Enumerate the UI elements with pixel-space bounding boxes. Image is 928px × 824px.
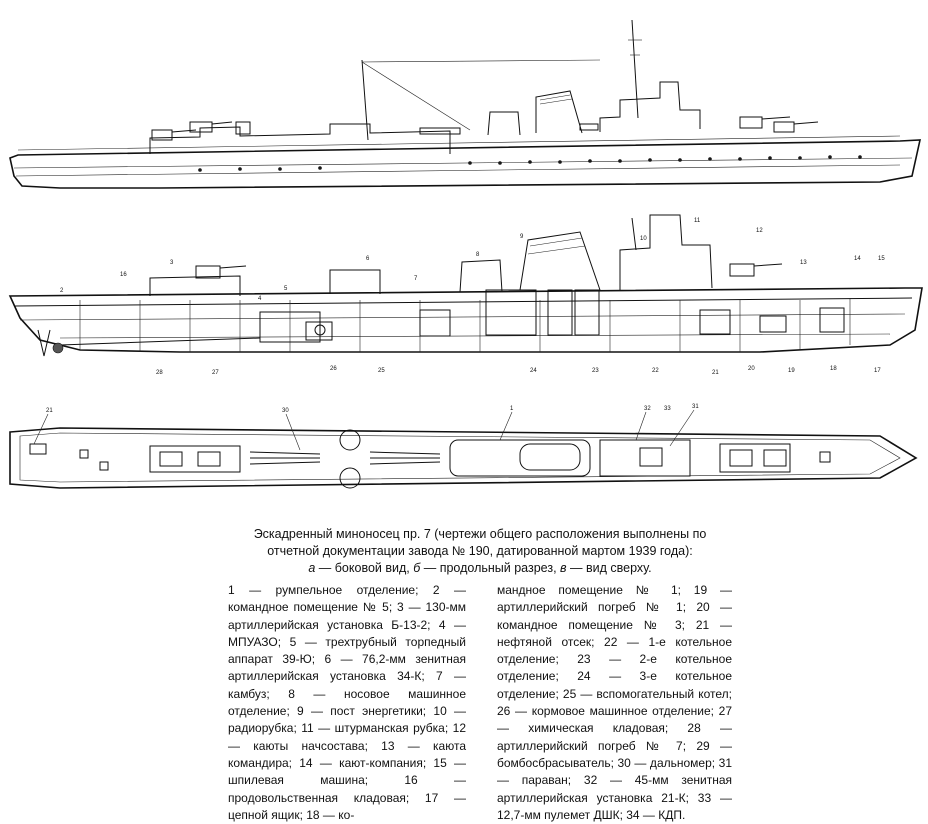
svg-text:17: 17 <box>874 368 881 374</box>
svg-text:31: 31 <box>692 404 699 410</box>
section-propeller <box>52 342 64 354</box>
side-funnel-aft <box>487 111 521 136</box>
top-callouts: 21 30 1 32 33 31 <box>46 404 699 414</box>
svg-text:21: 21 <box>46 408 53 414</box>
caption-text-v: — вид сверху. <box>566 561 652 575</box>
caption-label-b: б <box>413 561 421 575</box>
svg-text:27: 27 <box>212 370 219 376</box>
svg-text:1: 1 <box>510 406 514 412</box>
top-view: 21 30 1 32 33 31 <box>9 404 918 489</box>
section-callouts-lower: 28 27 26 25 24 23 22 21 20 19 18 17 <box>156 366 881 376</box>
section-shaft <box>59 337 261 346</box>
side-aft-guns <box>151 121 251 141</box>
svg-text:16: 16 <box>120 272 127 278</box>
caption-line-2: отчетной документации завода № 190, дати… <box>267 544 693 558</box>
svg-text:28: 28 <box>156 370 163 376</box>
svg-text:11: 11 <box>694 218 701 224</box>
top-torpedo-tubes <box>249 451 441 465</box>
side-portholes <box>198 155 862 172</box>
section-callouts-upper: 2 3 4 5 6 7 8 9 10 11 12 13 14 15 16 <box>60 218 885 302</box>
side-funnel-fore <box>535 90 583 134</box>
svg-text:19: 19 <box>788 368 795 374</box>
section-bridge <box>619 214 713 290</box>
svg-text:23: 23 <box>592 368 599 374</box>
svg-text:24: 24 <box>530 368 537 374</box>
svg-text:32: 32 <box>644 406 651 412</box>
section-view: 2 3 4 5 6 7 8 9 10 11 12 13 14 15 16 28 … <box>8 214 923 376</box>
svg-text:30: 30 <box>282 408 289 414</box>
caption-label-v: в <box>560 561 567 575</box>
side-hull <box>9 139 922 189</box>
svg-text:14: 14 <box>854 256 861 262</box>
section-bulkheads <box>79 298 851 352</box>
svg-text:33: 33 <box>664 406 671 412</box>
caption-label-a: а <box>308 561 316 575</box>
svg-text:8: 8 <box>476 252 480 258</box>
side-aft-superstructure <box>149 123 451 154</box>
caption-line-3: а — боковой вид, б — продольный разрез, … <box>200 560 760 577</box>
svg-text:6: 6 <box>366 256 370 262</box>
section-machinery <box>259 289 845 343</box>
svg-text:10: 10 <box>640 236 647 242</box>
top-hull <box>9 427 918 489</box>
section-funnel <box>519 231 601 291</box>
section-hull <box>8 287 923 353</box>
svg-text:26: 26 <box>330 366 337 372</box>
svg-text:4: 4 <box>258 296 262 302</box>
caption-text-b: — продольный разрез, <box>420 561 561 575</box>
svg-text:20: 20 <box>748 366 755 372</box>
side-torpedo-tubes <box>419 127 461 135</box>
svg-text:18: 18 <box>830 366 837 372</box>
side-aft-mast <box>361 59 369 141</box>
svg-text:3: 3 <box>170 260 174 266</box>
caption-line-1: Эскадренный миноносец пр. 7 (чертежи общ… <box>253 527 707 541</box>
svg-text:22: 22 <box>652 368 659 374</box>
svg-text:9: 9 <box>520 234 524 240</box>
ship-drawing: 2 3 4 5 6 7 8 9 10 11 12 13 14 15 16 28 … <box>8 19 923 489</box>
figure-caption: Эскадренный миноносец пр. 7 (чертежи общ… <box>200 526 760 577</box>
svg-text:15: 15 <box>878 256 885 262</box>
svg-text:7: 7 <box>414 276 418 282</box>
side-foremast <box>631 19 639 119</box>
svg-text:2: 2 <box>60 288 64 294</box>
svg-text:12: 12 <box>756 228 763 234</box>
svg-text:5: 5 <box>284 286 288 292</box>
caption-text-a: — боковой вид, <box>315 561 414 575</box>
svg-text:13: 13 <box>800 260 807 266</box>
svg-text:25: 25 <box>378 368 385 374</box>
legend-right-column: мандное помещение № 1; 19 — артиллерийск… <box>497 583 732 822</box>
side-view <box>9 19 922 189</box>
svg-text:21: 21 <box>712 370 719 376</box>
side-bridge <box>599 81 701 132</box>
legend-left-column: 1 — румпельное отделение; 2 — командное … <box>228 583 466 822</box>
top-deckhouses <box>149 439 791 477</box>
side-fore-guns <box>739 116 819 133</box>
